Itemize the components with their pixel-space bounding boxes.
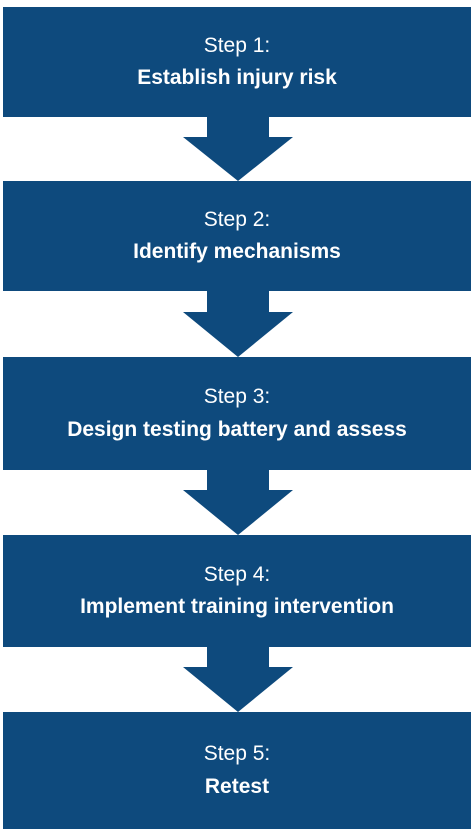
step-1-title: Establish injury risk	[137, 66, 337, 89]
down-arrow-icon	[183, 470, 293, 535]
step-2-label: Step 2:	[203, 207, 271, 231]
step-2-box: Step 2: Identify mechanisms	[3, 181, 471, 291]
down-arrow-icon	[183, 291, 293, 357]
step-1-label: Step 1:	[203, 33, 271, 57]
step-3-box: Step 3: Design testing battery and asses…	[3, 357, 471, 470]
step-4-title: Implement training intervention	[80, 595, 394, 618]
step-3-label: Step 3:	[203, 385, 271, 409]
step-4-box: Step 4: Implement training intervention	[3, 535, 471, 647]
step-5-box: Step 5: Retest	[3, 712, 471, 829]
step-5-label: Step 5:	[203, 742, 271, 766]
step-2-title: Identify mechanisms	[133, 240, 341, 263]
down-arrow-icon	[183, 117, 293, 181]
step-3-title: Design testing battery and assess	[67, 417, 407, 441]
down-arrow-icon	[183, 647, 293, 712]
step-5-title: Retest	[204, 774, 270, 798]
step-4-label: Step 4:	[203, 562, 271, 586]
step-1-box: Step 1: Establish injury risk	[3, 7, 471, 117]
